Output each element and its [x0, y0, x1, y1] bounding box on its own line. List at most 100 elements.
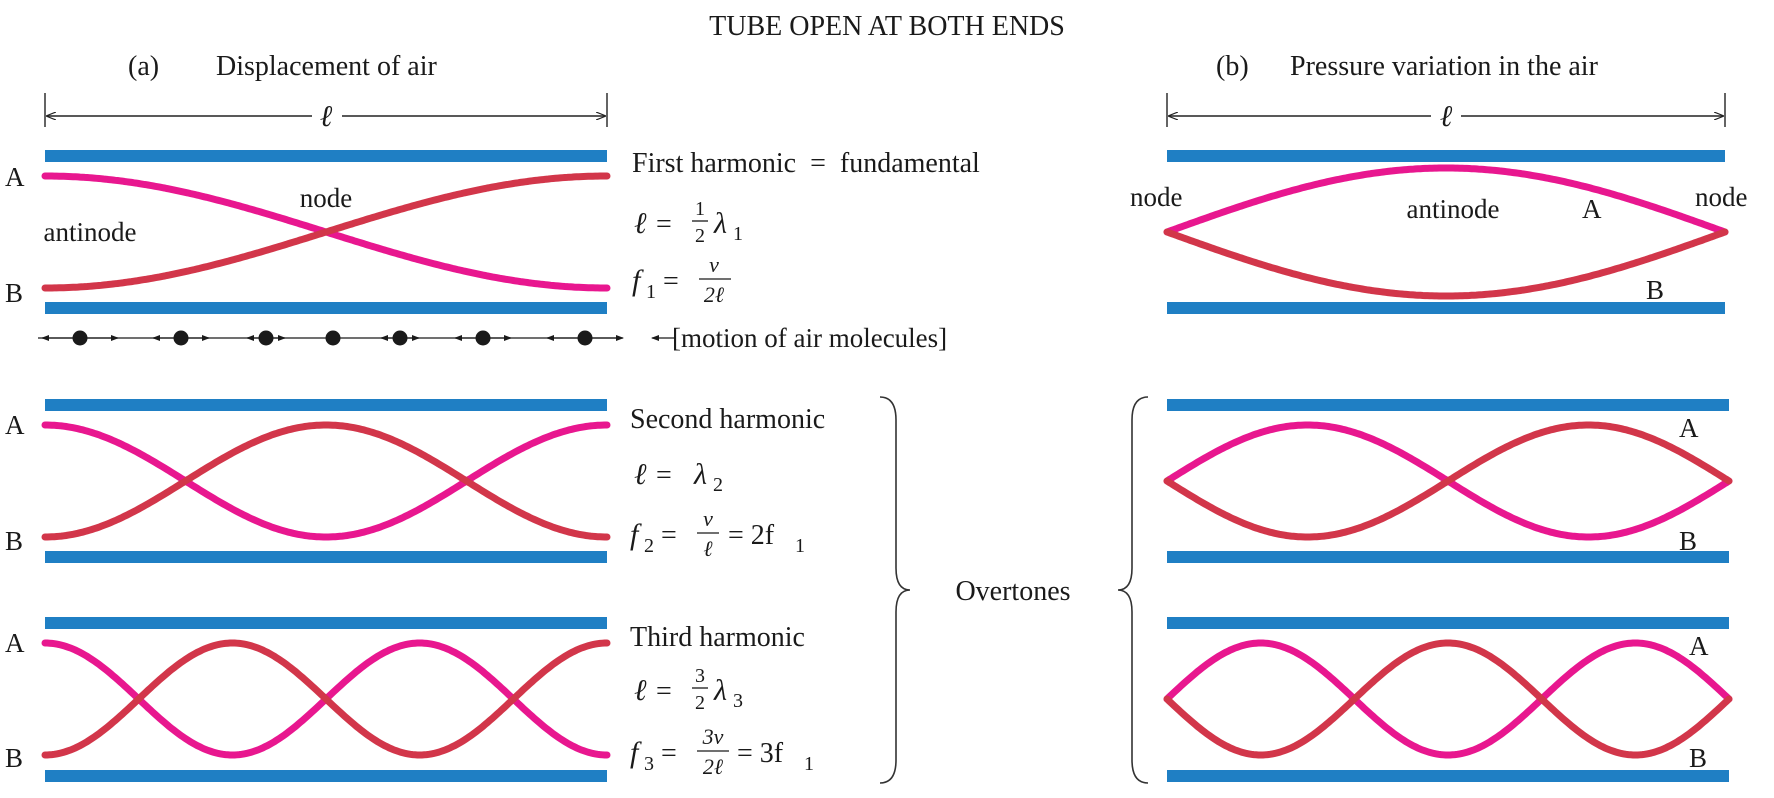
- air-molecule: [454, 330, 512, 346]
- label-b-b3: B: [1689, 743, 1707, 773]
- node-label-b-left: node: [1130, 182, 1183, 212]
- air-molecule: [41, 330, 119, 346]
- svg-text:1: 1: [804, 753, 814, 775]
- tube-wall-a3-bottom: [45, 770, 607, 782]
- svg-text:v: v: [703, 506, 713, 531]
- svg-text:f: f: [630, 736, 642, 769]
- svg-text:3: 3: [644, 753, 654, 775]
- label-a-b2: A: [1679, 413, 1699, 443]
- svg-text:ℓ: ℓ: [634, 674, 647, 707]
- svg-text:2: 2: [695, 692, 705, 714]
- svg-text:1: 1: [695, 198, 705, 220]
- tube-wall-a1-top: [45, 150, 607, 162]
- antinode-label-b: antinode: [1407, 194, 1500, 224]
- antinode-label-a: antinode: [44, 217, 137, 247]
- svg-text:=: =: [656, 460, 672, 491]
- pressure-curve-a-h1: [1163, 164, 1729, 236]
- tube-wall-a2-top: [45, 399, 607, 411]
- label-b-b1: B: [1646, 275, 1664, 305]
- displacement-curve-a-h2: [41, 421, 611, 541]
- svg-text:3: 3: [733, 690, 743, 712]
- svg-text:ℓ: ℓ: [634, 458, 647, 491]
- displacement-curve-b-h3: [41, 639, 611, 759]
- panel-b-label: (b): [1216, 51, 1249, 82]
- length-label-a: ℓ: [320, 100, 333, 133]
- svg-text:ℓ: ℓ: [634, 207, 647, 240]
- harmonic-2-name: Second harmonic: [630, 404, 825, 435]
- motion-label: [motion of air molecules]: [672, 323, 947, 353]
- overtones-brace-right: [879, 396, 911, 784]
- tube-wall-b2-bottom: [1167, 551, 1729, 563]
- displacement-curve-b-h2: [41, 421, 611, 541]
- svg-text:=: =: [656, 676, 672, 707]
- svg-text:=: =: [661, 738, 677, 769]
- tube-wall-a1-bottom: [45, 302, 607, 314]
- svg-text:f: f: [632, 264, 644, 297]
- svg-text:2: 2: [695, 225, 705, 247]
- pressure-curve-b-h1: [1163, 228, 1729, 300]
- label-a-h1: A: [5, 162, 25, 192]
- svg-text:= 2f: = 2f: [728, 520, 775, 551]
- air-molecule: [546, 330, 624, 346]
- displacement-curve-b-h1: [41, 172, 611, 292]
- svg-text:2ℓ: 2ℓ: [704, 282, 725, 307]
- label-b-h2: B: [5, 526, 23, 556]
- svg-text:1: 1: [795, 535, 805, 557]
- svg-text:2: 2: [713, 474, 723, 496]
- tube-wall-b1-top: [1167, 150, 1725, 162]
- tube-walls: [45, 150, 1729, 782]
- tube-wall-a2-bottom: [45, 551, 607, 563]
- panel-a-label: (a): [128, 51, 159, 82]
- label-a-h2: A: [5, 410, 25, 440]
- svg-text:f: f: [630, 518, 642, 551]
- svg-text:= 3f: = 3f: [737, 738, 784, 769]
- pressure-curve-a-h3: [1163, 639, 1733, 759]
- length-dimension-b: ℓ: [1166, 93, 1726, 133]
- harmonic-2-length-eq: ℓ = λ 2: [634, 458, 723, 496]
- harmonic-3-name: Third harmonic: [630, 622, 805, 653]
- air-molecule: [380, 330, 420, 346]
- node-label-b-right: node: [1695, 182, 1748, 212]
- svg-text:1: 1: [733, 223, 743, 245]
- label-b-b2: B: [1679, 526, 1697, 556]
- air-molecules-row: [motion of air molecules]: [38, 323, 947, 353]
- label-a-b1: A: [1582, 194, 1602, 224]
- harmonic-3-frequency-eq: f 3 = 3v 2ℓ = 3f 1: [630, 724, 814, 779]
- label-a-b3: A: [1689, 631, 1709, 661]
- tube-wall-b2-top: [1167, 399, 1729, 411]
- figure-title: TUBE OPEN AT BOTH ENDS: [709, 11, 1065, 42]
- svg-text:3v: 3v: [702, 724, 724, 749]
- label-b-h3: B: [5, 743, 23, 773]
- svg-text:=: =: [663, 266, 679, 297]
- node-label-a: node: [300, 183, 353, 213]
- harmonic-1-length-eq: ℓ = 1 2 λ 1: [634, 198, 743, 247]
- tube-wall-b1-bottom: [1167, 302, 1725, 314]
- tube-wall-b3-top: [1167, 617, 1729, 629]
- svg-text:2: 2: [644, 535, 654, 557]
- svg-text:2ℓ: 2ℓ: [703, 754, 724, 779]
- standing-wave-curves: [41, 164, 1733, 759]
- harmonic-2-frequency-eq: f 2 = v ℓ = 2f 1: [630, 506, 805, 561]
- air-molecule: [325, 330, 341, 346]
- air-molecule: [246, 330, 286, 346]
- harmonic-1-frequency-eq: f 1 = v 2ℓ: [632, 252, 731, 307]
- svg-text:v: v: [709, 252, 719, 277]
- length-dimension-a: ℓ: [44, 93, 608, 133]
- tube-wall-a3-top: [45, 617, 607, 629]
- label-a-h3: A: [5, 628, 25, 658]
- svg-text:λ: λ: [713, 207, 727, 240]
- air-molecule: [152, 330, 210, 346]
- svg-text:1: 1: [646, 281, 656, 303]
- harmonic-3-length-eq: ℓ = 3 2 λ 3: [634, 665, 743, 714]
- svg-text:λ: λ: [713, 674, 727, 707]
- panel-b-heading: Pressure variation in the air: [1290, 51, 1599, 82]
- panel-a-heading: Displacement of air: [216, 51, 437, 82]
- svg-text:3: 3: [695, 665, 705, 687]
- pressure-curve-b-h2: [1163, 421, 1733, 541]
- svg-text:λ: λ: [693, 458, 707, 491]
- svg-text:=: =: [656, 209, 672, 240]
- overtones-label: Overtones: [955, 576, 1070, 607]
- length-label-b: ℓ: [1440, 100, 1453, 133]
- harmonic-1-name: First harmonic = fundamental: [632, 148, 980, 179]
